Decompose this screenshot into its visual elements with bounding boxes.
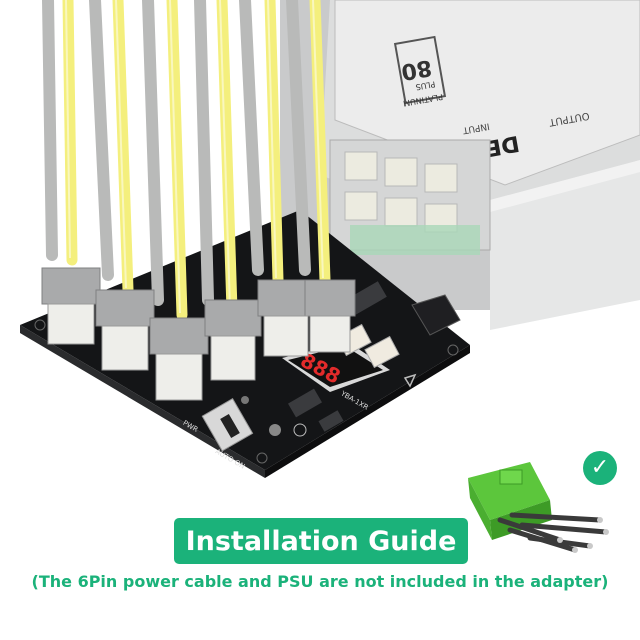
- disclaimer-note: (The 6Pin power cable and PSU are not in…: [31, 572, 609, 591]
- psu-input-label: INPUT: [461, 120, 490, 135]
- checkmark-icon: ✓: [583, 451, 617, 485]
- psu-unit: 80 PLUS PLATINUM DELL OUTPUT INPUT: [280, 0, 640, 330]
- cable-connectors: [41, 0, 356, 401]
- green-6pin-connector: [468, 462, 609, 553]
- psu-badge-80: 80: [399, 54, 434, 84]
- psu-badge-plus: PLUS: [415, 79, 436, 91]
- installation-guide-banner: Installation Guide: [174, 518, 468, 564]
